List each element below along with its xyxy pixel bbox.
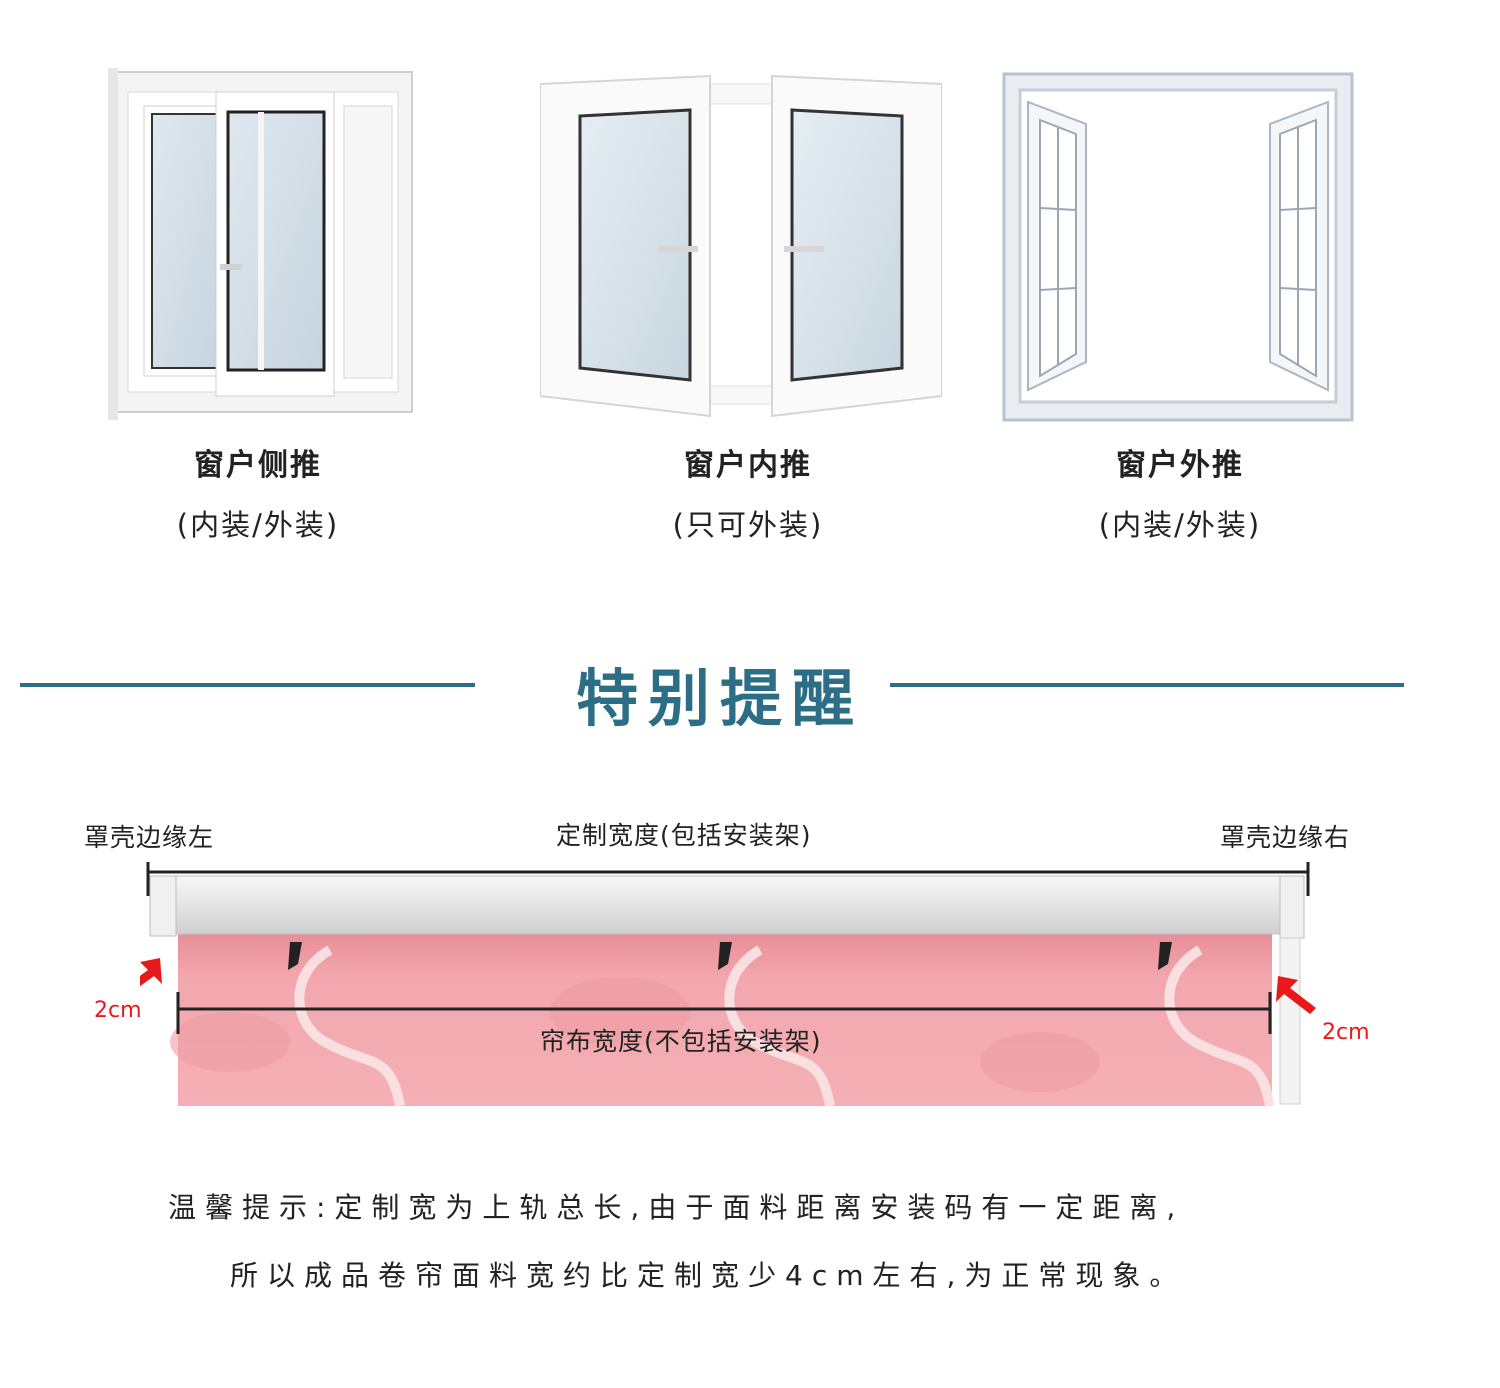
roller-tube — [149, 875, 1291, 935]
right-gap-label: 2cm — [1322, 1020, 1370, 1045]
heading-rule-right — [890, 683, 1404, 687]
arrow-right-icon — [1276, 976, 1316, 1014]
window-caption-outward: 窗户外推 (内装/外装) — [1000, 440, 1360, 544]
window-note: (内装/外装) — [1098, 508, 1262, 542]
arrow-left-icon — [140, 958, 162, 987]
flamingo-leaf-pattern — [170, 977, 1100, 1092]
window-caption-inward: 窗户内推 (只可外装) — [568, 440, 928, 544]
window-note: (内装/外装) — [176, 508, 340, 542]
pull-chain — [1279, 937, 1301, 1105]
fabric-width-label: 帘布宽度(不包括安装架) — [540, 1027, 822, 1056]
window-title: 窗户外推 — [1116, 448, 1244, 483]
right-edge-label: 罩壳边缘右 — [1220, 823, 1351, 852]
section-title: 特别提醒 — [575, 662, 864, 735]
window-title: 窗户内推 — [684, 448, 812, 483]
heading-rule-left — [20, 683, 475, 687]
tip-line-1: 温馨提示:定制宽为上轨总长,由于面料距离安装码有一定距离, — [168, 1191, 1185, 1224]
end-cap-right — [1279, 875, 1305, 939]
inward-casement-window-icon — [540, 74, 942, 418]
window-title: 窗户侧推 — [194, 448, 322, 483]
window-caption-sliding: 窗户侧推 (内装/外装) — [78, 440, 438, 544]
custom-width-label: 定制宽度(包括安装架) — [556, 821, 812, 850]
window-note: (只可外装) — [672, 508, 824, 542]
outward-casement-window-icon — [1002, 72, 1354, 422]
flamingo-pattern — [294, 945, 1275, 1107]
left-gap-label: 2cm — [94, 998, 142, 1023]
flamingo-head-icon — [288, 942, 1172, 970]
tip-line-2: 所以成品卷帘面料宽约比定制宽少4cm左右,为正常现象。 — [230, 1259, 1187, 1292]
roller-blind-diagram — [140, 862, 1316, 1107]
left-edge-label: 罩壳边缘左 — [84, 823, 215, 852]
sliding-window-icon — [108, 68, 413, 420]
end-cap-left — [149, 875, 177, 937]
